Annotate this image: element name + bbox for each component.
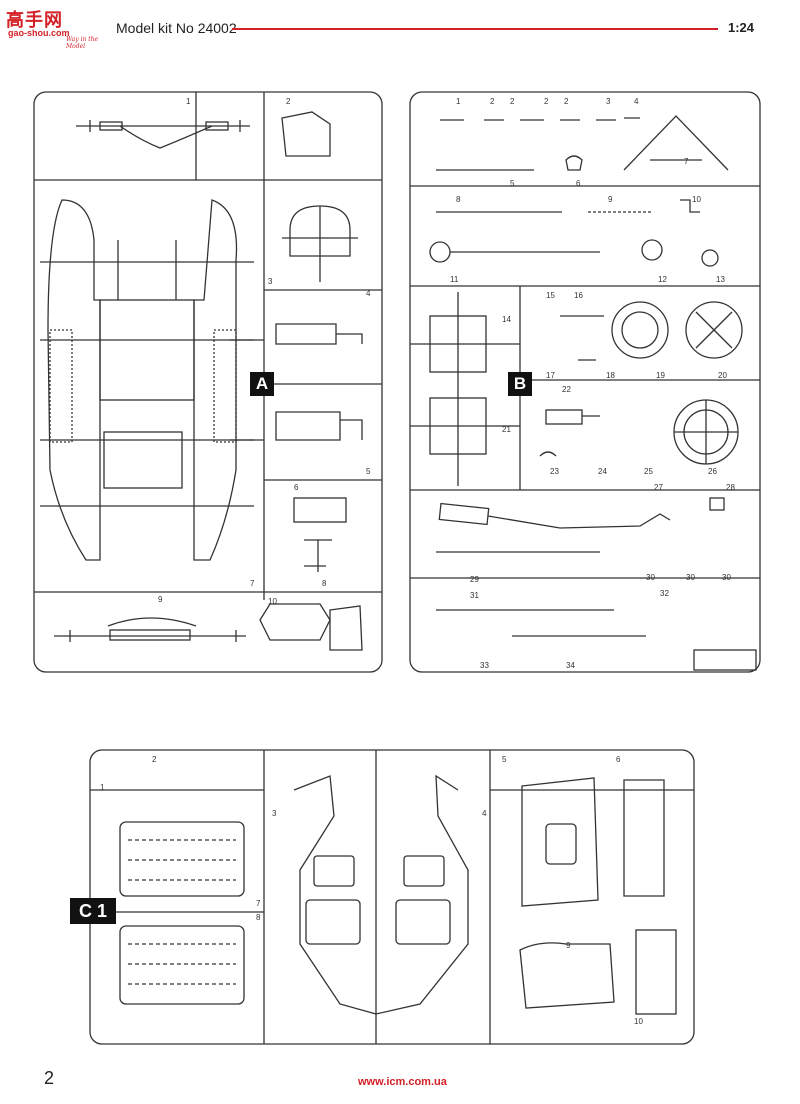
part-tag-b-30b: 30 [686,573,695,582]
part-tag-b-2c: 2 [544,97,549,106]
part-tag-b-24: 24 [598,467,607,476]
part-tag-b-11: 11 [450,275,459,284]
sprue-c1-frame [89,749,695,1045]
part-tag-b-32: 32 [660,589,669,598]
part-tag-c1-4: 4 [482,809,487,818]
part-tag-a-10: 10 [268,597,277,606]
sprue-b-steering-wheels [429,239,743,465]
part-tag-a-1: 1 [186,97,191,106]
sprue-a-frame [33,91,383,673]
page-number: 2 [44,1068,55,1088]
sprue-b-label: B [508,372,532,396]
part-tag-b-30c: 30 [722,573,731,582]
part-tag-c1-9: 9 [566,941,571,950]
part-tag-b-21: 21 [502,425,511,434]
part-tag-b-8: 8 [456,195,461,204]
part-number-tags: 1 2 3 4 5 6 7 8 9 10 1 2 2 2 2 3 4 5 6 7… [100,97,735,1026]
part-tag-b-28: 28 [726,483,735,492]
sprue-b-side-panels [410,292,520,486]
sprue-a-chassis [40,199,254,561]
header-rule [232,28,718,30]
part-tag-c1-7: 7 [256,899,261,908]
part-tag-b-7: 7 [684,157,689,166]
part-tag-b-2b: 2 [510,97,515,106]
sprue-a-rear-axle [54,617,246,642]
sprue-c1-label: C 1 [70,898,116,924]
sprue-b-small-parts [436,115,729,213]
part-tag-b-31: 31 [470,591,479,600]
part-tag-c1-8: 8 [256,913,261,922]
part-tag-a-2: 2 [286,97,291,106]
part-tag-a-9: 9 [158,595,163,604]
sprue-a-engine-block [259,603,363,651]
sprue-b-misc-parts [436,315,725,637]
part-tag-c1-6: 6 [616,755,621,764]
part-tag-b-25: 25 [644,467,653,476]
logo-chinese-text: 高手网 [6,10,63,31]
part-tag-c1-2: 2 [152,755,157,764]
part-tag-a-3: 3 [268,277,273,286]
part-tag-c1-1: 1 [100,783,105,792]
part-tag-b-23: 23 [550,467,559,476]
part-tag-b-19: 19 [656,371,665,380]
part-tag-a-7: 7 [250,579,255,588]
publisher-logo: 高手网 gao-shou.com Way in the Model [6,6,106,50]
part-tag-b-10: 10 [692,195,701,204]
part-tag-a-4: 4 [366,289,371,298]
part-tag-b-18: 18 [606,371,615,380]
logo-domain: gao-shou.com [8,28,70,38]
part-tag-b-1: 1 [456,97,461,106]
part-tag-b-27: 27 [654,483,663,492]
sprue-a-small-panel [281,111,331,157]
sprue-c1-body-tub [293,774,469,1015]
part-tag-b-6: 6 [576,179,581,188]
sprue-a-right-parts [275,205,363,572]
part-tag-b-17: 17 [546,371,555,380]
part-tag-a-5: 5 [366,467,371,476]
part-tag-b-5: 5 [510,179,515,188]
part-tag-b-33: 33 [480,661,489,670]
part-tag-c1-5: 5 [502,755,507,764]
part-tag-b-2d: 2 [564,97,569,106]
kit-title: Model kit No 24002 [116,20,237,36]
part-tag-b-16: 16 [574,291,583,300]
part-tag-b-13: 13 [716,275,725,284]
part-tag-c1-3: 3 [272,809,277,818]
part-tag-b-29: 29 [470,575,479,584]
part-tag-b-15: 15 [546,291,555,300]
sprue-a-label: A [250,372,274,396]
sprue-c1-seats [119,821,245,1005]
kit-scale: 1:24 [728,20,755,35]
sprue-b-frame [409,91,761,673]
part-tag-b-4: 4 [634,97,639,106]
part-tag-c1-10: 10 [634,1017,643,1026]
part-tag-a-8: 8 [322,579,327,588]
part-tag-b-26: 26 [708,467,717,476]
page-header: 高手网 gao-shou.com Way in the Model Model … [0,0,800,50]
part-tag-b-30a: 30 [646,573,655,582]
part-tag-b-9: 9 [608,195,613,204]
part-tag-b-2a: 2 [490,97,495,106]
part-tag-a-6: 6 [294,483,299,492]
website-link[interactable]: www.icm.com.ua [358,1076,447,1088]
part-tag-b-3: 3 [606,97,611,106]
part-tag-b-12: 12 [658,275,667,284]
part-tag-b-20: 20 [718,371,727,380]
part-tag-b-34: 34 [566,661,575,670]
sprue-a-front-axle [76,120,250,149]
part-tag-b-14: 14 [502,315,511,324]
logo-tagline: Way in the Model [66,36,99,50]
part-tag-b-22: 22 [562,385,571,394]
sprue-c1-hood [519,777,677,1015]
